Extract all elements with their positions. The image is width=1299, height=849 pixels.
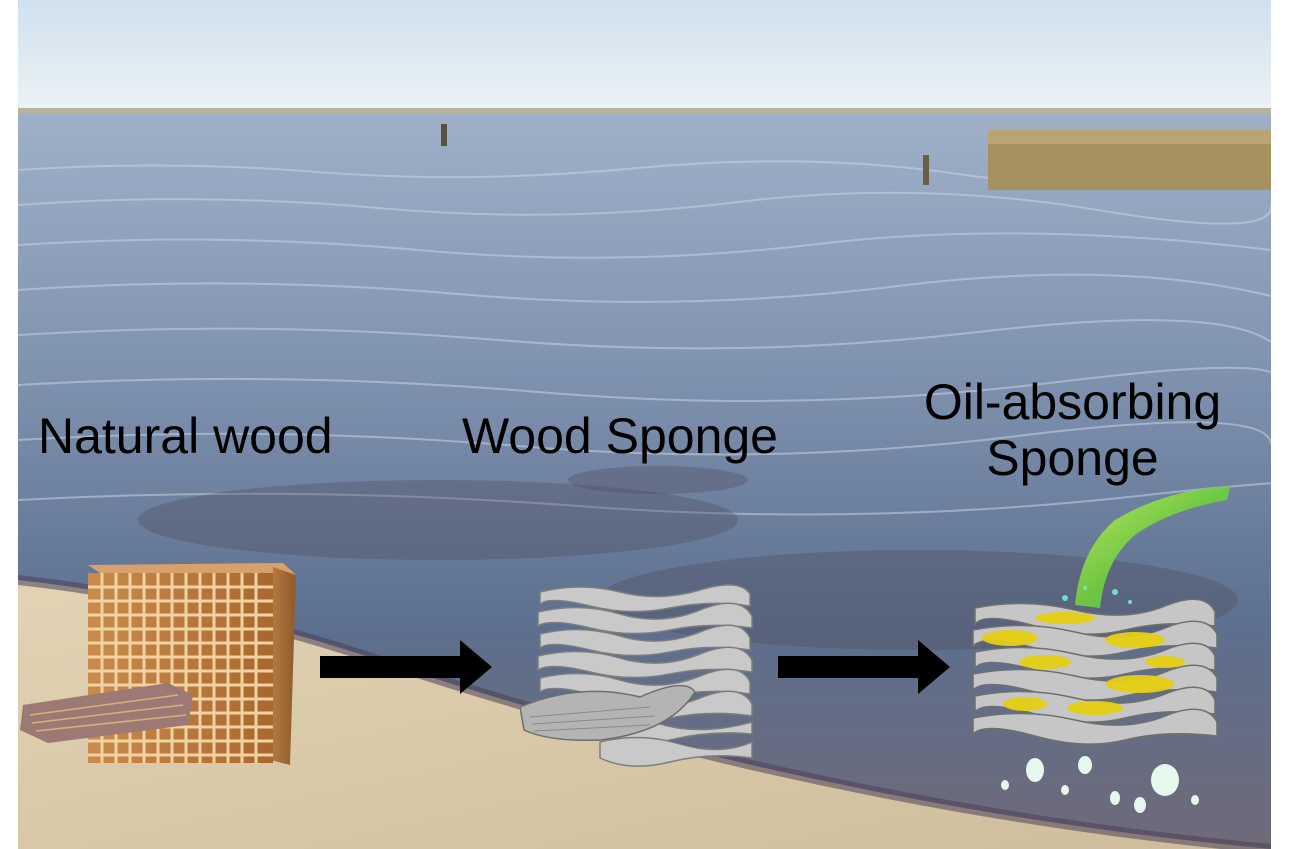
wood-sponge-label: Wood Sponge [462, 408, 778, 464]
oil-absorbing-sponge-icon [965, 480, 1235, 820]
right-arrow-icon [320, 640, 492, 696]
oil-absorbing-label-line2: Sponge [986, 430, 1159, 486]
oil-absorbing-sponge-label: Oil-absorbing Sponge [900, 374, 1245, 486]
natural-wood-label: Natural wood [38, 408, 333, 464]
wood-block-icon [18, 555, 303, 770]
oil-absorbing-label-line1: Oil-absorbing [923, 374, 1222, 430]
layered-sponge-icon [519, 582, 760, 772]
right-arrow-icon [778, 640, 950, 696]
